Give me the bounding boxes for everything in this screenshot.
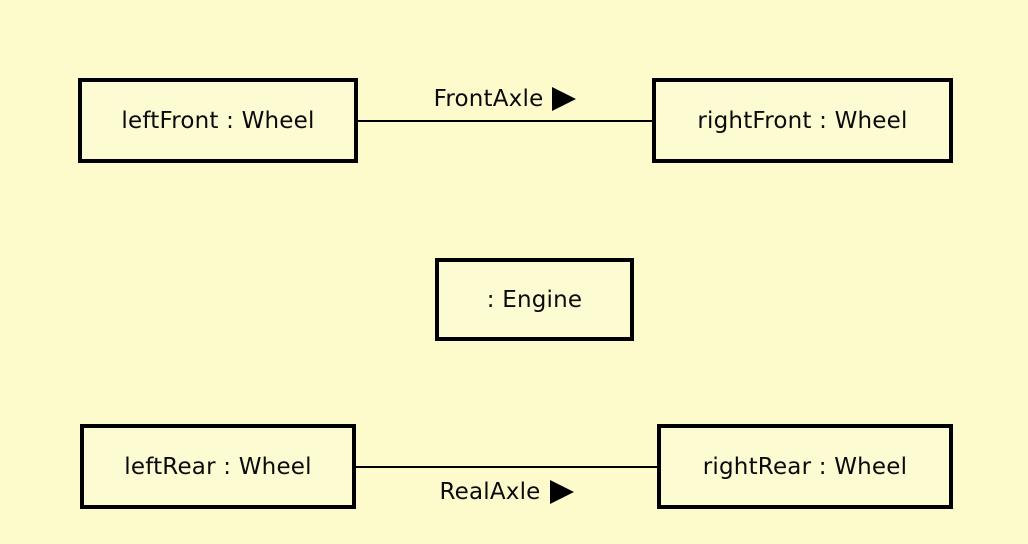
association-label-text: RealAxle [439,479,541,505]
association-label-rear-axle: RealAxle [356,476,657,508]
association-line-front-axle [358,120,652,122]
object-node-leftfront-wheel: leftFront : Wheel [78,78,358,163]
object-node-label: leftRear : Wheel [124,453,312,480]
association-label-front-axle: FrontAxle [358,83,652,115]
direction-arrow-icon [552,87,577,111]
association-label-text: FrontAxle [433,86,544,112]
object-node-label: rightFront : Wheel [697,107,908,134]
object-node-leftrear-wheel: leftRear : Wheel [80,424,356,509]
object-node-label: leftFront : Wheel [121,107,315,134]
object-node-label: rightRear : Wheel [702,453,908,480]
association-line-rear-axle [356,466,657,468]
direction-arrow-icon [549,480,574,504]
object-node-rightfront-wheel: rightFront : Wheel [652,78,953,163]
object-node-rightrear-wheel: rightRear : Wheel [657,424,953,509]
object-node-label: : Engine [486,286,583,313]
object-node-engine: : Engine [435,258,634,341]
